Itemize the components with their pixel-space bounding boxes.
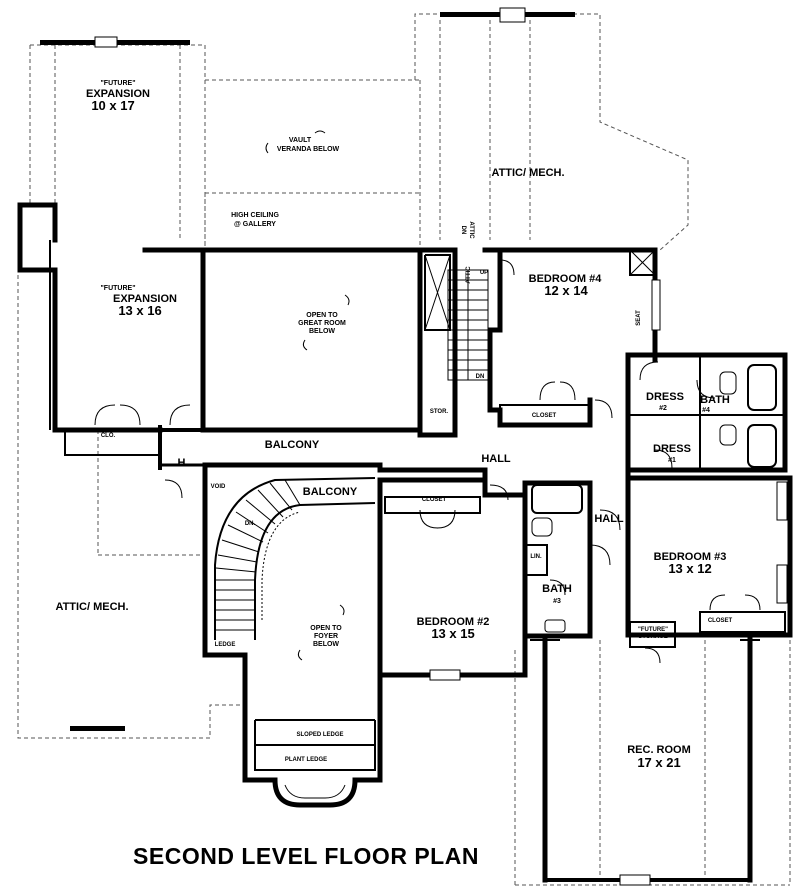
label-open-foyer-2: FOYER — [314, 633, 338, 640]
label-veranda-below: VERANDA BELOW — [277, 146, 340, 153]
label-open-foyer-3: BELOW — [313, 641, 339, 648]
label-up: UP — [480, 270, 488, 276]
label-clo: CLO. — [101, 433, 116, 439]
label-future-storage-2: STORAGE — [638, 634, 668, 640]
label-hall-1: HALL — [481, 453, 511, 465]
label-dn-attic-1: DN — [460, 226, 466, 235]
label-dress1-num: #1 — [668, 457, 676, 464]
label-bath4: BATH — [700, 394, 730, 406]
labels: "FUTURE" EXPANSION 10 x 17 "FUTURE" EXPA… — [55, 80, 732, 770]
label-open-great-1: OPEN TO — [306, 312, 338, 319]
label-closet-b2: CLOSET — [422, 497, 447, 503]
label-dn-curved: DN. — [245, 521, 256, 527]
label-bath4-num: #4 — [702, 407, 710, 414]
label-open-great-3: BELOW — [309, 328, 335, 335]
label-closet-b4: CLOSET — [532, 413, 557, 419]
label-future-storage-1: "FUTURE" — [638, 627, 668, 633]
label-rec-room-dim: 17 x 21 — [637, 755, 680, 770]
label-gallery: @ GALLERY — [234, 221, 276, 228]
label-lin: LIN. — [530, 554, 542, 560]
label-dress2-num: #2 — [659, 405, 667, 412]
window-marks — [40, 7, 575, 731]
label-bedroom4-dim: 12 x 14 — [544, 283, 588, 298]
label-hall-2: HALL — [594, 513, 624, 525]
label-expansion-2: EXPANSION — [113, 293, 177, 305]
label-expansion-1-dim: 10 x 17 — [91, 98, 134, 113]
label-bedroom2-dim: 13 x 15 — [431, 626, 474, 641]
walls — [17, 202, 793, 886]
label-future-2: "FUTURE" — [100, 285, 135, 292]
label-dn-stair: DN — [476, 374, 485, 380]
label-high-ceiling: HIGH CEILING — [231, 212, 279, 219]
label-dn-attic-2: ATTIC — [468, 221, 474, 239]
label-attic-mech-top: ATTIC/ MECH. — [491, 167, 564, 179]
label-ledge: LEDGE — [215, 642, 236, 648]
label-dress2: DRESS — [646, 391, 684, 403]
label-sloped-ledge: SLOPED LEDGE — [296, 732, 343, 738]
label-plant-ledge: PLANT LEDGE — [285, 757, 327, 763]
label-vault: VAULT — [289, 137, 312, 144]
label-seat: SEAT — [636, 310, 642, 326]
label-closet-b3: CLOSET — [708, 618, 733, 624]
label-bedroom4: BEDROOM #4 — [529, 273, 603, 285]
dashed-outlines — [17, 13, 791, 886]
label-expansion-2-dim: 13 x 16 — [118, 303, 161, 318]
label-h: H. — [178, 457, 189, 469]
label-stor: STOR. — [430, 409, 449, 415]
label-dress1: DRESS — [653, 443, 691, 455]
label-open-great-2: GREAT ROOM — [298, 320, 346, 327]
label-open-foyer-1: OPEN TO — [310, 625, 342, 632]
doors — [94, 259, 761, 664]
plan-title: SECOND LEVEL FLOOR PLAN — [133, 843, 479, 869]
direction-arrows — [265, 130, 350, 661]
label-bedroom3: BEDROOM #3 — [654, 551, 727, 563]
label-rec-room: REC. ROOM — [627, 744, 691, 756]
label-attic-mech-bottom: ATTIC/ MECH. — [55, 601, 128, 613]
label-bath3: BATH — [542, 583, 572, 595]
label-void: VOID — [211, 484, 226, 490]
label-expansion-1: EXPANSION — [86, 88, 150, 100]
label-future-1: "FUTURE" — [100, 80, 135, 87]
straight-stair — [447, 269, 489, 381]
label-bath3-num: #3 — [553, 598, 561, 605]
curved-stair — [214, 477, 376, 640]
label-balcony-upper: BALCONY — [265, 439, 320, 451]
label-bedroom3-dim: 13 x 12 — [668, 561, 711, 576]
label-bedroom2: BEDROOM #2 — [417, 616, 490, 628]
label-attic-stair: ATTIC — [466, 266, 472, 284]
label-balcony-lower: BALCONY — [303, 486, 358, 498]
